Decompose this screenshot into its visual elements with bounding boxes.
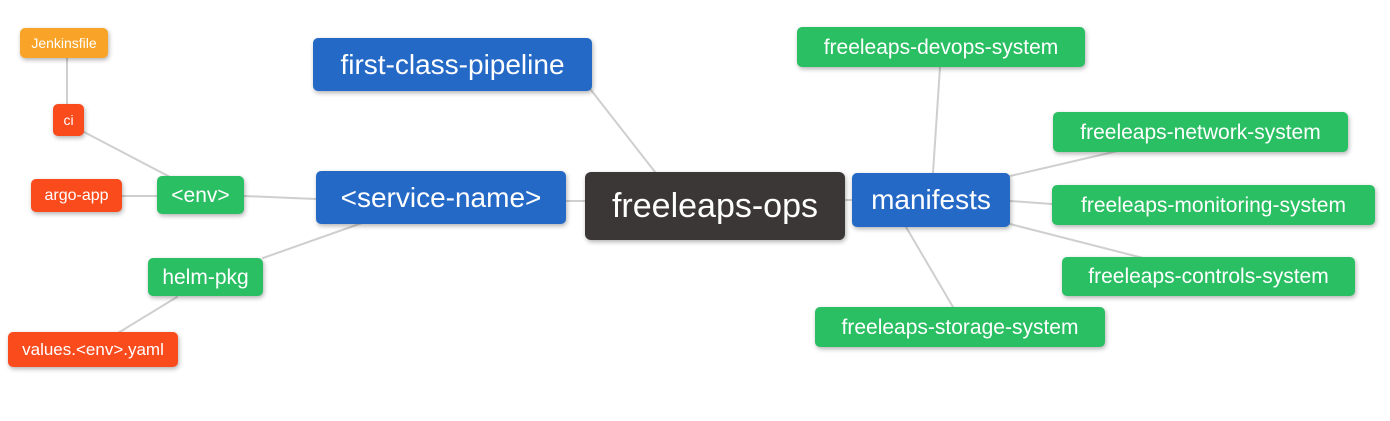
edge-manifests-storage — [905, 226, 954, 308]
edge-manifests-controls — [1009, 223, 1144, 259]
node-helm-pkg[interactable]: helm-pkg — [148, 258, 263, 296]
edge-ci-env — [83, 131, 171, 178]
node-freeleaps-controls-system[interactable]: freeleaps-controls-system — [1062, 257, 1355, 296]
edge-values-helm-pkg — [117, 296, 178, 334]
edge-manifests-network — [1009, 149, 1123, 177]
edge-pipeline-freeleaps-ops — [590, 89, 656, 173]
node-jenkinsfile[interactable]: Jenkinsfile — [20, 28, 108, 58]
node-freeleaps-monitoring-system[interactable]: freeleaps-monitoring-system — [1052, 185, 1375, 225]
edge-manifests-devops — [932, 66, 941, 174]
node-freeleaps-storage-system[interactable]: freeleaps-storage-system — [815, 307, 1105, 347]
node-service-name[interactable]: <service-name> — [316, 171, 566, 224]
node-env[interactable]: <env> — [157, 176, 244, 214]
node-freeleaps-devops-system[interactable]: freeleaps-devops-system — [797, 27, 1085, 67]
node-freeleaps-network-system[interactable]: freeleaps-network-system — [1053, 112, 1348, 152]
edge-helm-pkg-service-name — [262, 222, 363, 259]
node-ci[interactable]: ci — [53, 104, 84, 136]
node-manifests[interactable]: manifests — [852, 173, 1010, 227]
node-first-class-pipeline[interactable]: first-class-pipeline — [313, 38, 592, 91]
edge-manifests-monitoring — [1009, 200, 1053, 205]
node-freeleaps-ops-root[interactable]: freeleaps-ops — [585, 172, 845, 240]
node-values-env-yaml[interactable]: values.<env>.yaml — [8, 332, 178, 367]
node-argo-app[interactable]: argo-app — [31, 179, 122, 212]
edge-env-service-name — [243, 195, 317, 200]
